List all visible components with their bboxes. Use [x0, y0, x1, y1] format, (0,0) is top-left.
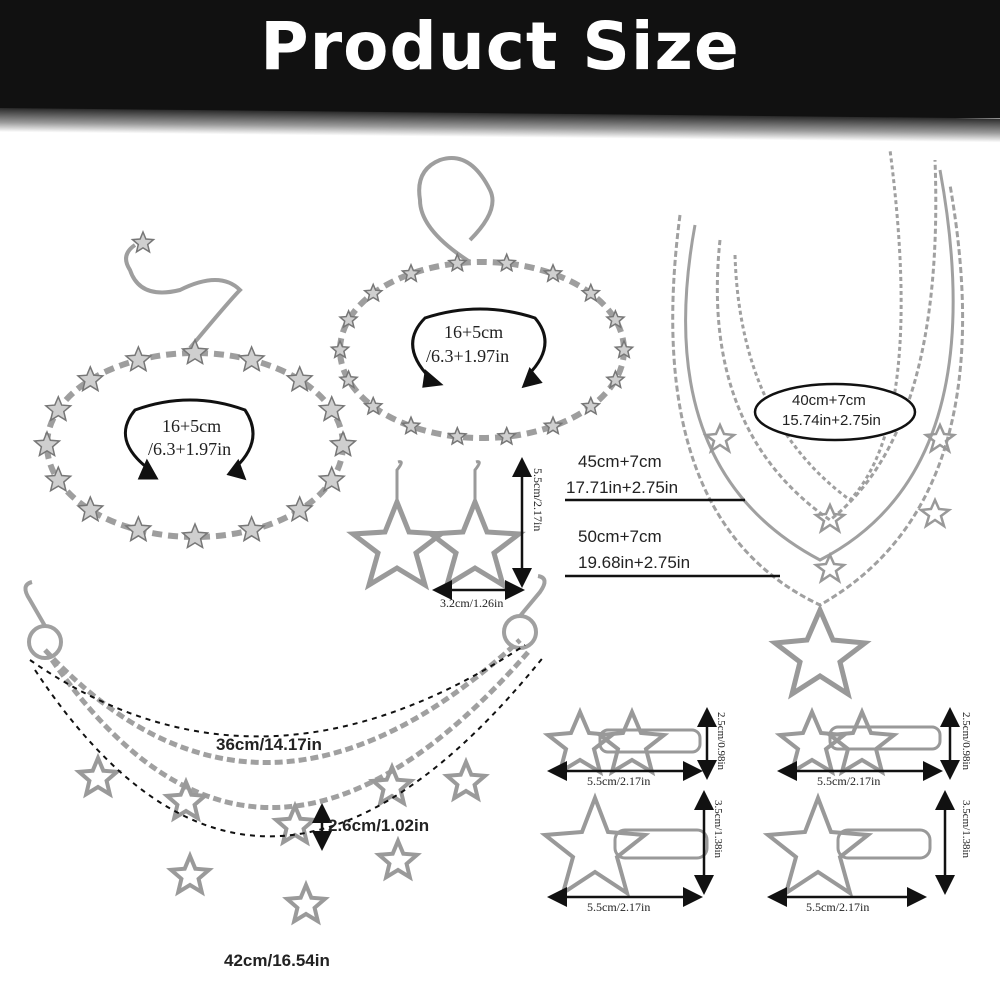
star-charm-icon: [362, 395, 384, 416]
star-charm-icon: [542, 415, 564, 436]
pants-chain-dashed-guides: [29, 644, 546, 838]
star-charm-icon: [400, 415, 422, 436]
hairclip-2-width: 5.5cm/2.17in: [817, 774, 881, 788]
bracelet-left-measure-arc: [124, 398, 255, 481]
necklace-long-in: 19.68in+2.75in: [578, 553, 691, 572]
necklace-long-cm: 50cm+7cm: [578, 527, 662, 546]
star-charm-icon: [496, 425, 518, 446]
star-charm-icon: [32, 430, 62, 458]
header-banner: Product Size: [0, 0, 1000, 143]
hair-clip-large-star-2: [762, 792, 932, 898]
star-charm-icon: [442, 756, 490, 803]
star-charm-icon: [580, 395, 602, 416]
hair-clip-double-star-1: [542, 706, 702, 777]
star-charm-icon: [74, 752, 122, 799]
star-charm-icon: [76, 495, 105, 523]
star-charm-icon: [162, 776, 210, 823]
earring-dimension-lines: [432, 457, 532, 600]
star-charm-icon: [374, 835, 422, 882]
bracelet-left-size-cm: 16+5cm: [162, 416, 222, 436]
star-charm-icon: [282, 879, 330, 926]
bracelet-center-size-in: /6.3+1.97in: [426, 346, 510, 366]
hairclip-1-height: 2.5cm/0.98in: [715, 712, 727, 771]
necklace-leader-lines: [565, 498, 780, 578]
hairclip-1-width: 5.5cm/2.17in: [587, 774, 651, 788]
hair-clip-large-star-1: [539, 792, 709, 898]
star-charm-icon: [338, 369, 359, 390]
star-charm-icon: [329, 339, 351, 359]
bracelet-center-measure-arc: [411, 307, 547, 389]
pants-chain-bottom-length: 42cm/16.54in: [224, 951, 330, 970]
star-charm-icon: [362, 282, 384, 303]
bracelet-center-size-cm: 16+5cm: [444, 322, 504, 342]
star-charm-icon: [124, 345, 153, 373]
star-charm-icon: [237, 515, 266, 543]
pants-chain-gap-length: 2.6cm/1.02in: [328, 816, 430, 835]
star-charm-icon: [166, 850, 214, 897]
star-charm-icon: [44, 465, 73, 493]
star-charm-icon: [605, 308, 626, 329]
star-charm-icon: [317, 394, 346, 422]
star-charm-icon: [237, 345, 266, 373]
star-charm-icon: [285, 364, 314, 393]
star-charm-icon: [580, 282, 602, 303]
layered-star-necklace: [671, 149, 965, 607]
star-charm-icon: [446, 252, 468, 273]
star-charm-icon: [400, 262, 422, 283]
star-charm-icon: [124, 515, 153, 543]
earring-height-label: 5.5cm/2.17in: [531, 468, 545, 532]
star-charm-icon: [44, 394, 73, 422]
necklace-short-in: 15.74in+2.75in: [782, 412, 881, 429]
star-charm-icon: [338, 308, 359, 329]
necklace-middle-cm: 45cm+7cm: [578, 452, 662, 471]
hairclip-4-height: 3.5cm/1.38in: [960, 800, 972, 859]
page-title: Product Size: [260, 8, 740, 85]
star-charm-icon: [130, 230, 156, 254]
star-charm-icon: [368, 761, 416, 808]
pants-chain-top-length: 36cm/14.17in: [216, 735, 322, 754]
star-charm-icon: [285, 495, 314, 523]
earring-width-label: 3.2cm/1.26in: [440, 596, 504, 610]
star-charm-icon: [76, 364, 105, 393]
star-charm-icon: [605, 369, 626, 390]
star-charm-icon: [542, 262, 564, 283]
necklace-middle-in: 17.71in+2.75in: [566, 478, 679, 497]
hairclip-3-height: 3.5cm/1.38in: [712, 800, 724, 859]
star-bracelet-center: [337, 156, 627, 441]
star-earrings: [346, 460, 526, 591]
star-charm-icon: [496, 252, 518, 273]
star-bracelet-left: [44, 243, 346, 540]
hair-clip-dimension-lines: [547, 707, 960, 907]
star-charm-icon: [180, 522, 210, 550]
hair-clip-double-star-2: [774, 706, 942, 777]
star-charm-icon: [328, 430, 358, 458]
necklace-short-cm: 40cm+7cm: [792, 392, 866, 409]
hairclip-2-height: 2.5cm/0.98in: [960, 712, 972, 771]
hairclip-4-width: 5.5cm/2.17in: [806, 900, 870, 914]
bracelet-left-stars: [32, 230, 358, 550]
star-charm-icon: [446, 425, 468, 446]
necklace-pendants: [702, 421, 958, 700]
star-charm-icon: [180, 338, 210, 366]
star-charm-icon: [613, 339, 635, 359]
pants-chain-stars: [74, 752, 490, 926]
star-charm-icon: [317, 465, 346, 493]
necklace-short-label-ellipse: [753, 382, 917, 442]
bracelet-left-size-in: /6.3+1.97in: [148, 439, 232, 459]
bracelet-center-stars: [329, 252, 635, 446]
hairclip-3-width: 5.5cm/2.17in: [587, 900, 651, 914]
star-charm-icon: [271, 800, 319, 847]
